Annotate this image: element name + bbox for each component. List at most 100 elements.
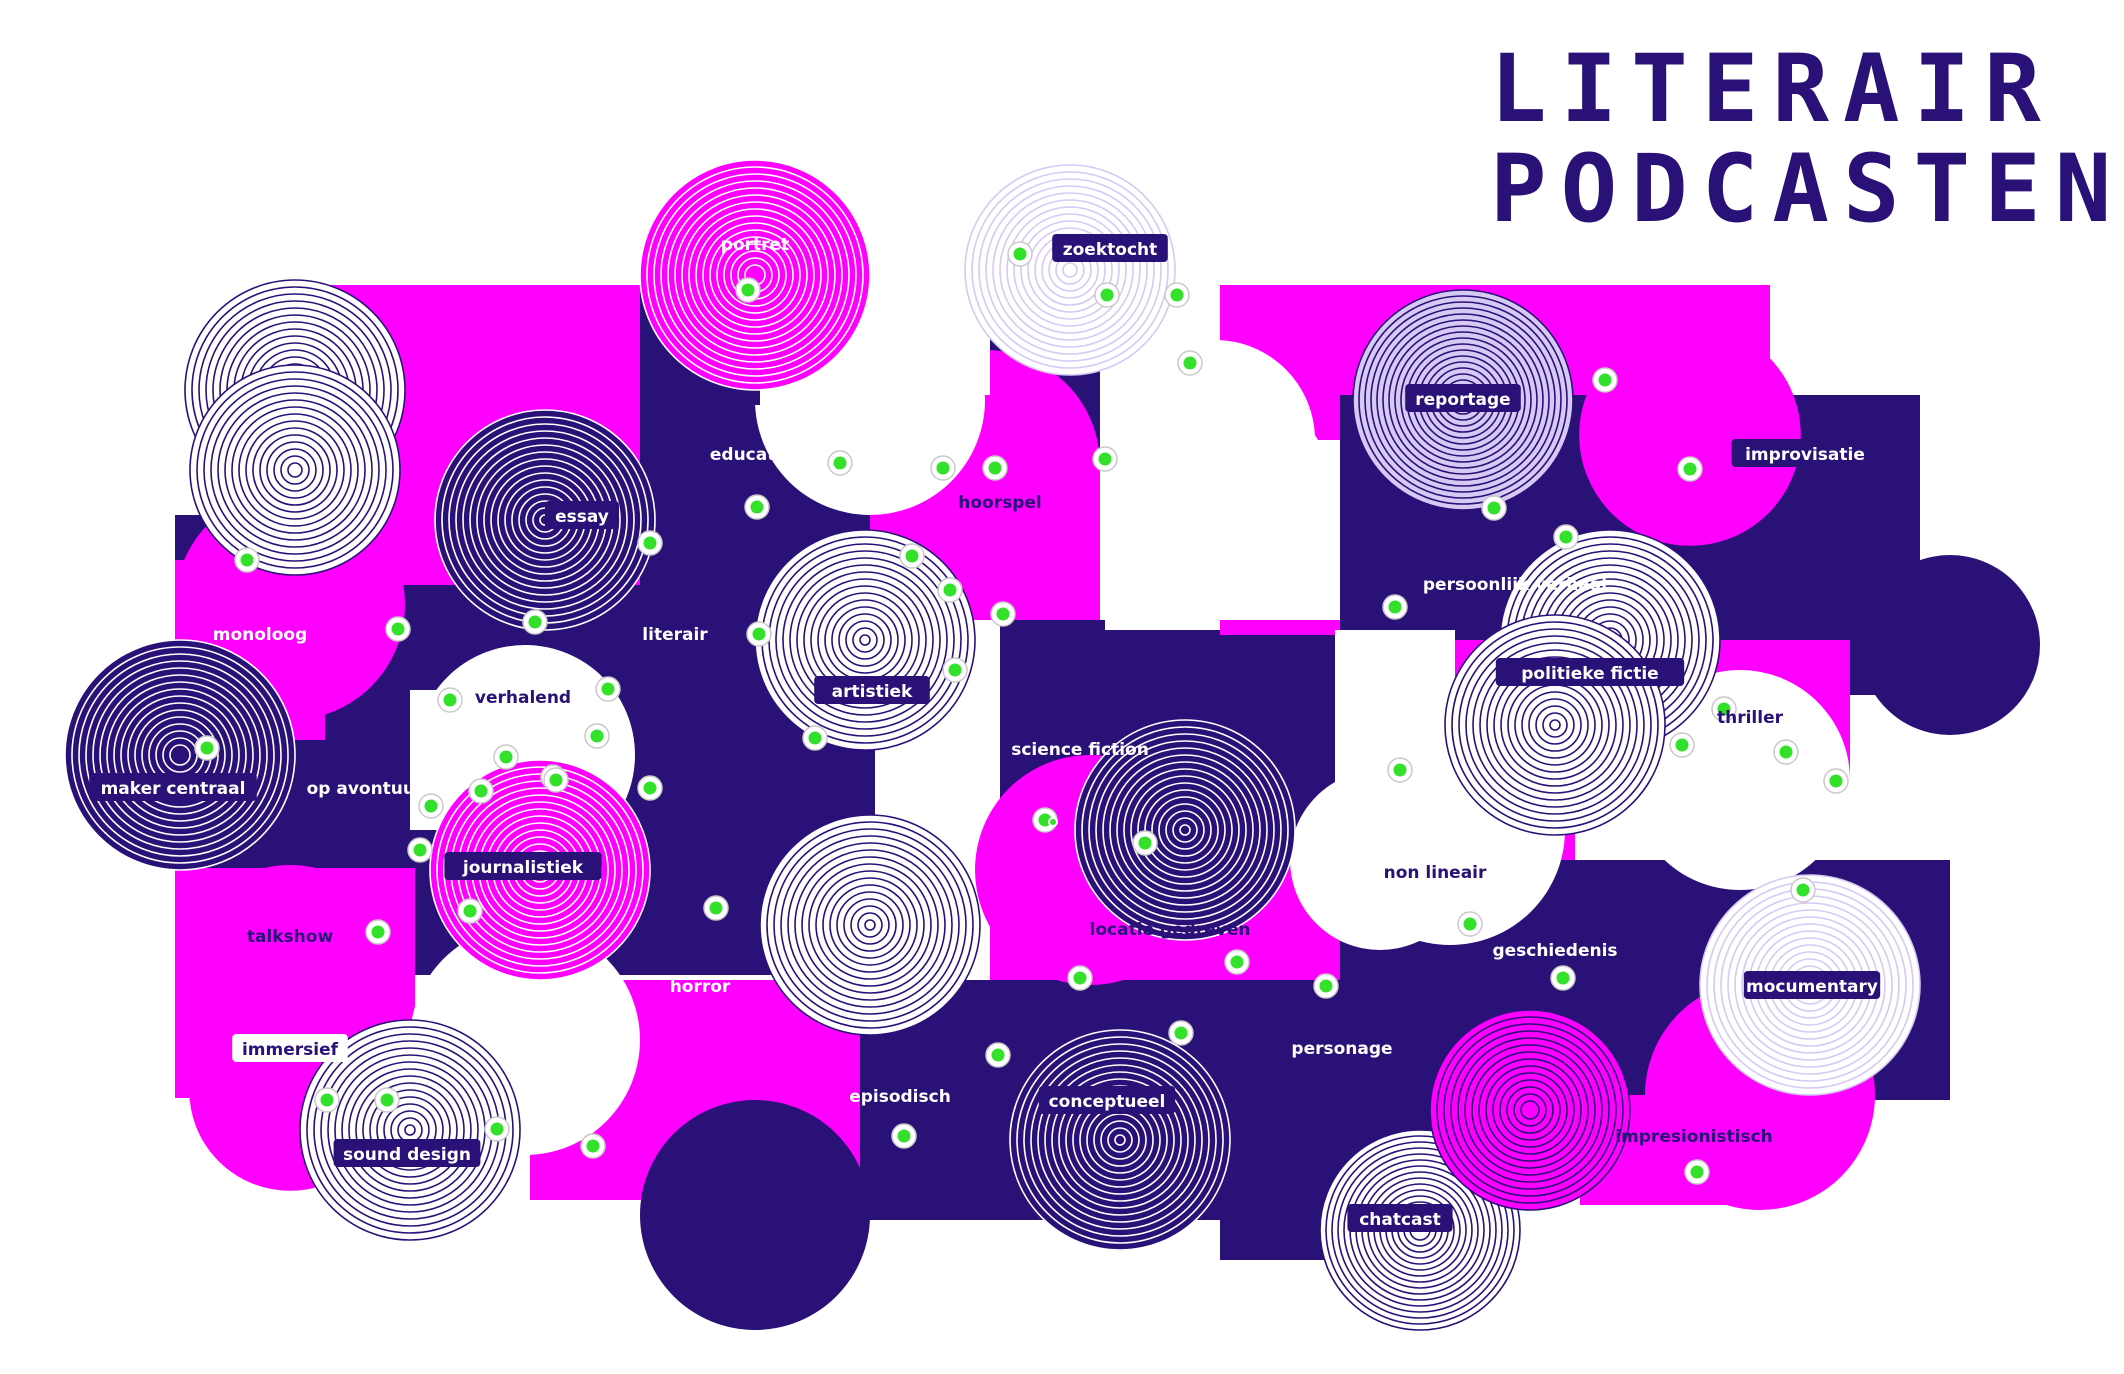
genre-label-monoloog[interactable]: monoloog [213,625,308,645]
genre-label-horror[interactable]: horror [670,977,731,997]
podcast-dot[interactable] [637,530,663,556]
podcast-dot[interactable] [407,837,433,863]
genre-label-politieke-fictie[interactable]: politieke fictie [1495,658,1685,686]
genre-label-thriller[interactable]: thriller [1717,708,1784,728]
genre-label-educatief[interactable]: educatief [710,445,801,465]
podcast-dot[interactable] [990,601,1016,627]
podcast-dot[interactable] [1711,696,1737,722]
podcast-dot-small[interactable] [1048,817,1058,827]
genre-label-zoektocht[interactable]: zoektocht [1052,234,1168,262]
genre-label-improvisatie[interactable]: improvisatie [1731,439,1879,467]
podcast-dot[interactable] [1550,965,1576,991]
podcast-dot[interactable] [735,277,761,303]
podcast-dot[interactable] [1553,524,1579,550]
podcast-dot[interactable] [1684,1159,1710,1185]
podcast-dot[interactable] [484,1116,510,1142]
genre-label-persoonlijk-verhaal[interactable]: persoonlijk verhaal [1423,575,1607,595]
podcast-dot[interactable] [314,1087,340,1113]
podcast-dot[interactable] [584,723,610,749]
dot-center [709,901,723,915]
podcast-dot[interactable] [1457,911,1483,937]
podcast-dot[interactable] [1387,757,1413,783]
ring-stroke [653,173,857,377]
podcast-dot[interactable] [365,919,391,945]
podcast-dot[interactable] [899,543,925,569]
ring-stroke [1485,1065,1575,1155]
podcast-dot[interactable] [744,494,770,520]
genre-label-op-avontuur[interactable]: op avontuur [307,779,424,799]
genre-label-locatie-gedreven[interactable]: locatie gedreven [1090,920,1251,940]
podcast-dot[interactable] [194,735,220,761]
dot-center [528,615,542,629]
podcast-dot[interactable] [457,898,483,924]
podcast-dot[interactable] [1132,830,1158,856]
podcast-dot[interactable] [930,455,956,481]
genre-label-journalistiek[interactable]: journalistiek [444,852,602,880]
podcast-dot[interactable] [1773,739,1799,765]
genre-label-portret[interactable]: portret [721,235,789,255]
podcast-dot[interactable] [1067,965,1093,991]
podcast-dot[interactable] [1092,446,1118,472]
podcast-dot[interactable] [1790,877,1816,903]
podcast-dot[interactable] [1164,282,1190,308]
genre-label-verhalend[interactable]: verhalend [465,682,581,710]
genre-label-impresionistisch[interactable]: impresionistisch [1615,1127,1773,1147]
podcast-dot[interactable] [1007,241,1033,267]
podcast-dot[interactable] [1224,949,1250,975]
podcast-dot[interactable] [703,895,729,921]
podcast-dot[interactable] [985,1042,1011,1068]
genre-label-hoorspel[interactable]: hoorspel [958,493,1042,513]
podcast-dot[interactable] [937,577,963,603]
genre-label-sound-design[interactable]: sound design [333,1139,481,1167]
label-background [1038,1086,1176,1114]
podcast-dot[interactable] [468,778,494,804]
podcast-dot[interactable] [891,1123,917,1149]
podcast-dot[interactable] [1669,732,1695,758]
podcast-dot[interactable] [385,616,411,642]
podcast-dot[interactable] [437,687,463,713]
podcast-dot[interactable] [942,657,968,683]
podcast-dot[interactable] [493,744,519,770]
genre-label-personage[interactable]: personage [1291,1039,1392,1059]
podcast-dot[interactable] [1168,1020,1194,1046]
podcast-dot[interactable] [746,621,772,647]
genre-label-text: journalistiek [462,858,584,878]
genre-label-immersief[interactable]: immersief [232,1034,348,1062]
podcast-dot[interactable] [418,793,444,819]
genre-label-mocumentary[interactable]: mocumentary [1743,971,1881,999]
genre-label-talkshow[interactable]: talkshow [247,927,334,947]
podcast-dot[interactable] [637,775,663,801]
ring-stroke [646,166,864,384]
genre-label-artistiek[interactable]: artistiek [814,676,930,704]
podcast-dot[interactable] [827,450,853,476]
ring-stroke [355,1075,465,1185]
podcast-dot[interactable] [1481,495,1507,521]
podcast-dot[interactable] [234,547,260,573]
podcast-dot[interactable] [1094,282,1120,308]
podcast-dot[interactable] [522,609,548,635]
genre-label-essay[interactable]: essay [545,501,619,529]
genre-label-science-fiction[interactable]: science fiction [1011,740,1149,760]
podcast-dot[interactable] [1382,594,1408,620]
genre-label-geschiedenis[interactable]: geschiedenis [1492,941,1617,961]
podcast-dot[interactable] [1592,367,1618,393]
genre-label-pionier[interactable]: pionier [671,1146,739,1166]
genre-label-literair[interactable]: literair [642,625,708,645]
genre-label-conceptueel[interactable]: conceptueel [1038,1086,1176,1114]
podcast-dot[interactable] [1313,973,1339,999]
podcast-dot[interactable] [982,455,1008,481]
ring-stroke [1734,909,1886,1061]
podcast-dot[interactable] [802,725,828,751]
podcast-dot[interactable] [1177,350,1203,376]
podcast-dot[interactable] [1677,456,1703,482]
genre-label-episodisch[interactable]: episodisch [849,1087,951,1107]
podcast-dot[interactable] [580,1133,606,1159]
genre-label-maker-centraal[interactable]: maker centraal [89,773,257,801]
genre-label-non-lineair[interactable]: non lineair [1384,863,1487,883]
podcast-dot[interactable] [1823,768,1849,794]
genre-label-reportage[interactable]: reportage [1405,384,1521,412]
genre-label-chatcast[interactable]: chatcast [1347,1204,1453,1232]
podcast-dot[interactable] [374,1087,400,1113]
podcast-dot[interactable] [595,676,621,702]
podcast-dot[interactable] [543,767,569,793]
